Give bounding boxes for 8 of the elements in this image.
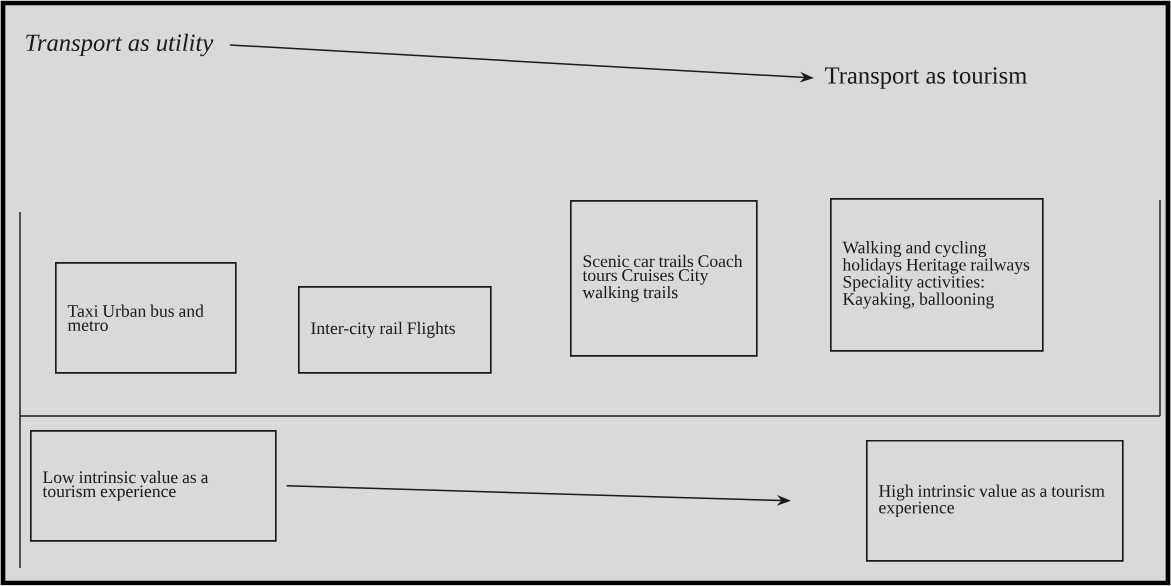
text-box: Low intrinsic value as a tourism experience — [30, 430, 277, 542]
text-box: Inter-city rail Flights — [298, 286, 492, 374]
text-box: High intrinsic value as a tourism experience — [866, 440, 1124, 562]
text-box: Walking and cycling holidays Heritage railways Speciality activities: Kayaking, ballooning — [830, 198, 1044, 352]
text-box: Scenic car trails Coach tours Cruises City walking trails — [570, 200, 758, 357]
text-box: Taxi Urban bus and metro — [55, 262, 237, 374]
heading-text: Transport as utility — [26, 33, 214, 57]
heading-text: Transport as tourism — [825, 67, 1027, 89]
